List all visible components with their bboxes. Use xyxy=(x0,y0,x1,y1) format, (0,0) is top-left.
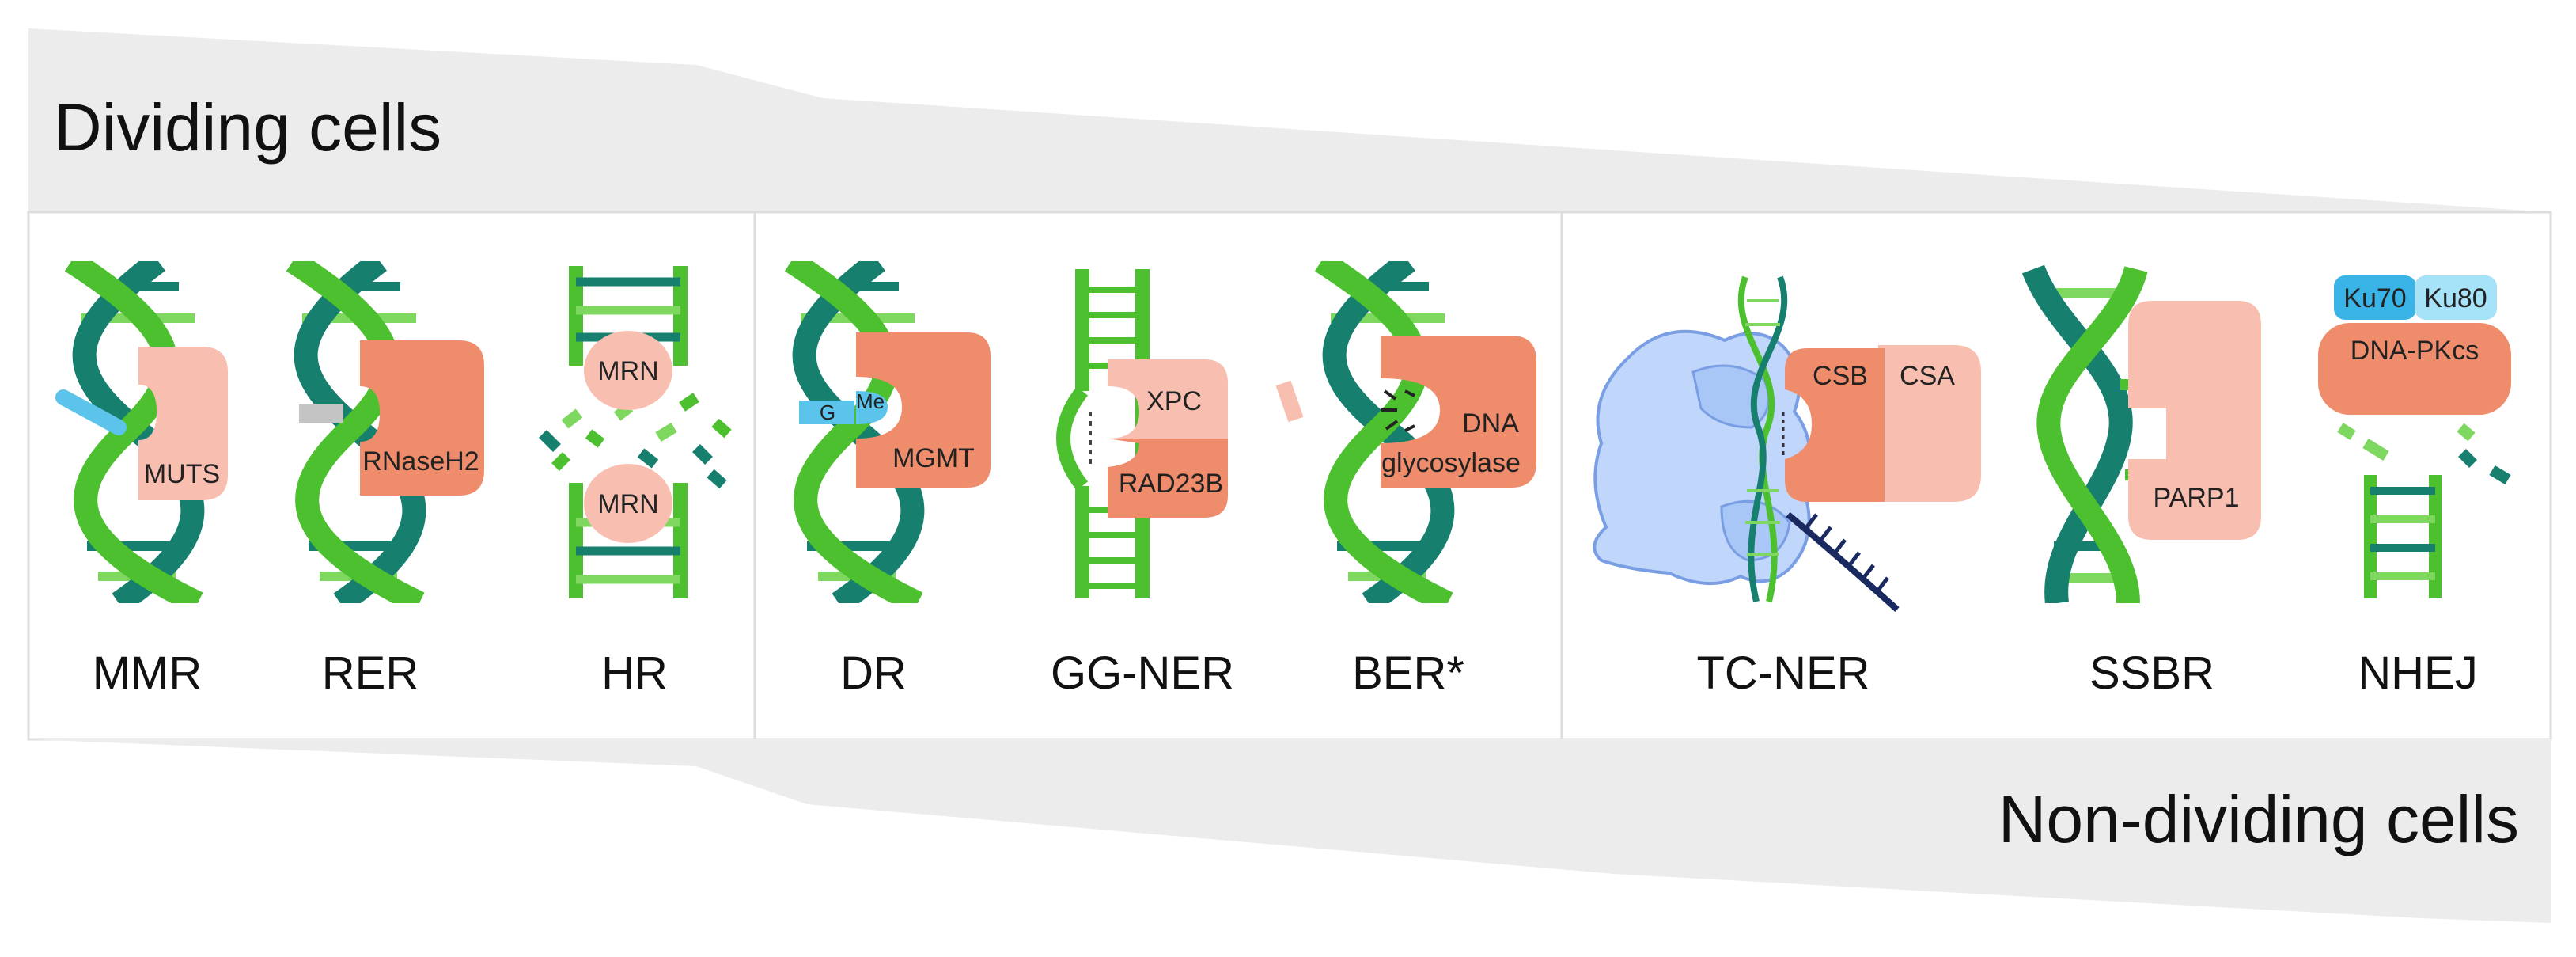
mrn-lower-label: MRN xyxy=(597,489,658,519)
non-dividing-cells-label: Non-dividing cells xyxy=(1998,782,2519,856)
dr-guanine-base xyxy=(799,401,854,424)
pathway-label-mmr: MMR xyxy=(93,647,203,699)
parp1-label: PARP1 xyxy=(2154,483,2240,513)
dr-mgmt-protein xyxy=(856,332,991,488)
pathway-label-ssbr: SSBR xyxy=(2089,647,2214,699)
ber-glycosylase-protein xyxy=(1381,336,1536,488)
pathway-label-tc-ner: TC-NER xyxy=(1696,647,1869,699)
ber-excised-base xyxy=(1275,380,1304,423)
gg-ner-diagram xyxy=(1056,269,1228,598)
dividing-cells-label: Dividing cells xyxy=(54,90,441,165)
mmr-diagram xyxy=(55,261,228,603)
rer-diagram xyxy=(286,261,484,603)
csa-label: CSA xyxy=(1900,361,1955,391)
nhej-diagram xyxy=(2318,275,2511,598)
rad23b-label: RAD23B xyxy=(1119,469,1223,499)
non-dividing-cells-band xyxy=(28,739,2551,923)
dividing-cells-band xyxy=(28,28,2551,212)
dr-strand-light xyxy=(784,261,923,603)
mrn-upper-label: MRN xyxy=(597,356,658,386)
rer-strand-light xyxy=(286,261,425,603)
ber-glycosylase-label: glycosylase xyxy=(1381,448,1521,478)
mgmt-label: MGMT xyxy=(892,443,975,473)
pathway-label-rer: RER xyxy=(322,647,419,699)
dr-diagram xyxy=(784,261,991,603)
ber-dna-label: DNA xyxy=(1462,408,1519,439)
ku80-label: Ku80 xyxy=(2424,283,2487,313)
dna-pkcs-label: DNA-PKcs xyxy=(2351,336,2479,366)
rer-rnaseh2-protein xyxy=(360,340,484,496)
csb-label: CSB xyxy=(1813,361,1868,391)
dr-methyl-label: Me xyxy=(856,389,885,413)
nascent-rna xyxy=(1786,511,1900,612)
ber-strand-light xyxy=(1314,261,1453,603)
ssbr-strand-light xyxy=(2036,265,2148,603)
ku70-protein xyxy=(2334,275,2416,320)
pathway-label-gg-ner: GG-NER xyxy=(1051,647,1234,699)
csa-protein xyxy=(1878,345,1981,502)
mrn-upper xyxy=(584,331,672,410)
tc-ner-diagram xyxy=(1593,275,1981,612)
pathway-label-hr: HR xyxy=(601,647,668,699)
mmr-mismatch-base xyxy=(55,389,127,435)
parp1-protein xyxy=(2128,301,2261,540)
mmr-muts-protein xyxy=(138,347,228,500)
rer-ribonucleotide xyxy=(299,404,343,423)
hr-diagram xyxy=(539,266,732,598)
xpc-protein xyxy=(1108,359,1228,439)
dna-pkcs-protein xyxy=(2318,323,2511,415)
muts-label: MUTS xyxy=(144,459,220,489)
csb-protein xyxy=(1785,348,1885,502)
ssbr-diagram xyxy=(2021,264,2149,603)
pathway-label-nhej: NHEJ xyxy=(2358,647,2477,699)
ku80-protein xyxy=(2415,275,2497,320)
rad23b-protein xyxy=(1108,439,1228,518)
xpc-label: XPC xyxy=(1146,386,1202,416)
mrn-lower xyxy=(584,464,672,543)
dr-guanine-label: G xyxy=(820,401,835,424)
dr-methyl-group xyxy=(856,391,888,424)
mmr-strand-light xyxy=(64,261,203,603)
rnaseh2-label: RNaseH2 xyxy=(362,446,479,477)
ku70-label: Ku70 xyxy=(2343,283,2406,313)
gg-ner-bubble xyxy=(1056,386,1089,491)
nhej-broken-ends xyxy=(2337,423,2511,485)
ber-diagram xyxy=(1314,261,1536,603)
pathway-label-ber: BER* xyxy=(1352,647,1464,699)
ber-excision-marks xyxy=(1381,389,1415,432)
pathway-label-dr: DR xyxy=(840,647,907,699)
ssbr-strand-dark xyxy=(2021,264,2133,603)
